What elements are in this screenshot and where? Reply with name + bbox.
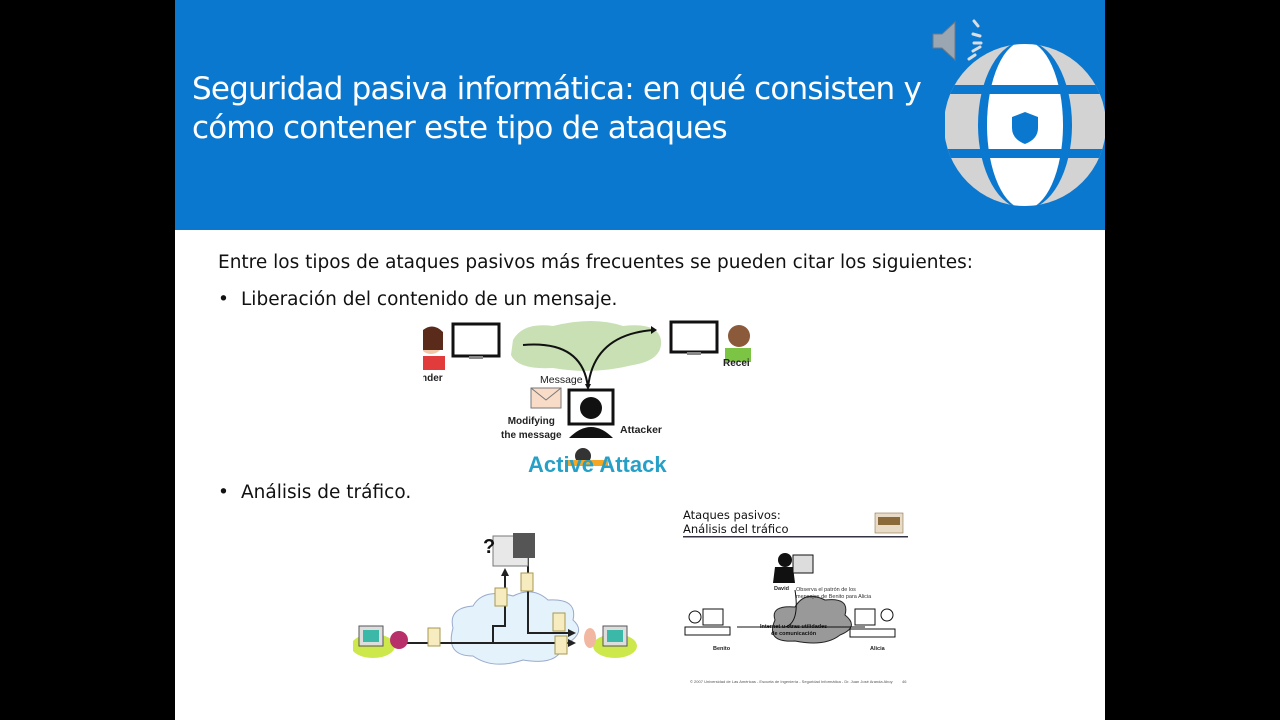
title-line-2: cómo contener este tipo de ataques — [192, 110, 728, 146]
slide-title: Seguridad pasiva informática: en qué con… — [192, 70, 952, 148]
intro-text: Entre los tipos de ataques pasivos más f… — [218, 252, 974, 273]
figure-title: Ataques pasivos: Análisis del tráfico — [683, 508, 789, 536]
modifying-line-2: the message — [501, 430, 562, 441]
speaker-icon[interactable] — [930, 16, 990, 66]
traffic-analysis-drawing — [683, 512, 908, 644]
modifying-line-1: Modifying — [507, 416, 555, 427]
bullet-marker: • — [218, 289, 229, 310]
svg-text:?: ? — [483, 536, 495, 558]
attacker-label: Attacker — [620, 424, 663, 436]
message-label: Message — [540, 374, 583, 386]
bullet-item-2: • Análisis de tráfico. — [218, 482, 411, 503]
receiver-label: Recei — [723, 358, 750, 369]
slide-header: Seguridad pasiva informática: en qué con… — [175, 0, 1105, 230]
bullet-text: Análisis de tráfico. — [241, 482, 412, 503]
active-attack-drawing: Active Attack — [423, 320, 751, 472]
traffic-analysis-figure-left: ? — [353, 533, 637, 665]
globe-shield-logo — [945, 44, 1105, 206]
caption-partial: Active Attack — [528, 452, 667, 472]
traffic-analysis-figure-right: Ataques pasivos: Análisis del tráfico Da… — [675, 505, 915, 690]
bullet-item-1: • Liberación del contenido de un mensaje. — [218, 289, 617, 310]
figure-footer: © 2007 Universidad de Las Américas - Esc… — [690, 679, 893, 684]
cloud-text: Internet u otras utilidades de comunicac… — [760, 624, 827, 638]
benito-label: Benito — [713, 646, 731, 652]
observe-text: Observa el patrón de los mensajes de Ben… — [796, 587, 871, 601]
figure-page-number: 46 — [902, 679, 907, 684]
active-attack-figure: Active Attack nder Recei Message Modifyi… — [423, 320, 751, 472]
observe-line-1: Observa el patrón de los — [796, 587, 856, 593]
title-line-1: Seguridad pasiva informática: en qué con… — [192, 71, 922, 107]
cloud-line-1: Internet u otras utilidades — [760, 624, 828, 630]
david-label: David — [774, 586, 789, 592]
bullet-marker: • — [218, 482, 229, 503]
sender-label: nder — [423, 373, 443, 384]
observe-line-2: mensajes de Benito para Alicia — [796, 594, 872, 600]
modifying-label: Modifying the message — [501, 415, 562, 443]
figure-title-line-1: Ataques pasivos: — [683, 508, 781, 522]
bullet-text: Liberación del contenido de un mensaje. — [241, 289, 618, 310]
slide: Seguridad pasiva informática: en qué con… — [175, 0, 1105, 720]
cloud-line-2: de comunicación — [771, 631, 817, 637]
figure-title-line-2: Análisis del tráfico — [683, 522, 789, 536]
alicia-label: Alicia — [870, 646, 885, 652]
